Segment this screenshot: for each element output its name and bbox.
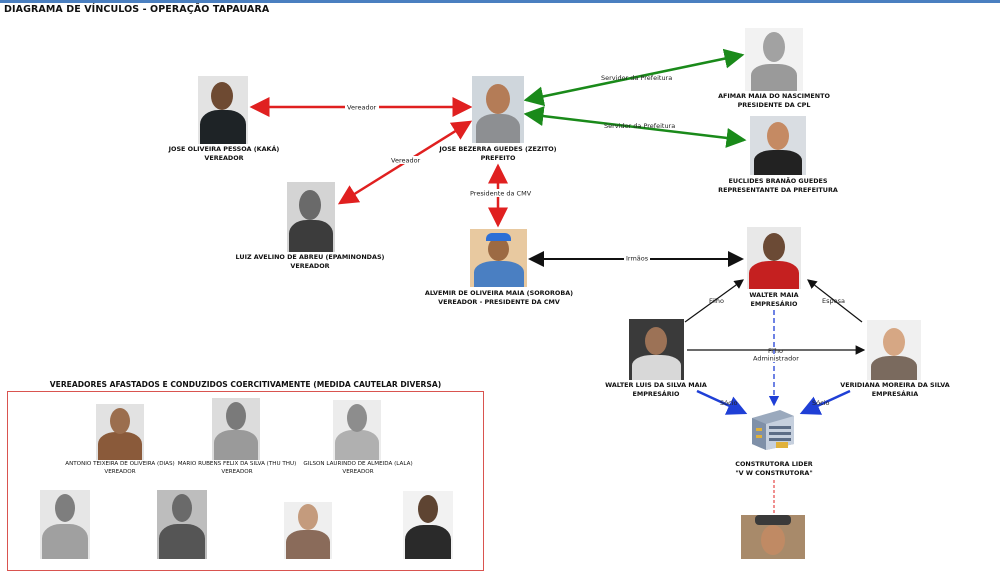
link-label-irmaos: Irmãos: [626, 255, 649, 263]
link-label-filho-1: Filho: [709, 297, 724, 305]
name-afimar: AFIMAR MAIA DO NASCIMENTO: [718, 92, 830, 100]
name-zezito: JOSE BEZERRA GUEDES (ZEZITO): [439, 145, 557, 153]
name-afastado-thuthu: MARIO RUBENS FELIX DA SILVA (THU THU): [177, 461, 297, 467]
caption-epaminondas: LUIZ AVELINO DE ABREU (EPAMINONDAS) VERE…: [234, 253, 386, 270]
role-construtora: "V W CONSTRUTORA": [735, 468, 813, 477]
caption-afastado-lala: GILSON LAURINDO DE ALMEIDA (LALA) VEREAD…: [290, 461, 426, 476]
link-label-presidente-cmv: Presidente da CMV: [470, 190, 532, 198]
name-afastado-lala: GILSON LAURINDO DE ALMEIDA (LALA): [303, 461, 413, 467]
caption-afastado-thuthu: MARIO RUBENS FELIX DA SILVA (THU THU) VE…: [166, 461, 308, 476]
photo-afastado-lala: [333, 400, 381, 460]
caption-walter: WALTER MAIA EMPRESÁRIO: [724, 291, 824, 308]
role-sororoba: VEREADOR - PRESIDENTE DA CMV: [438, 297, 560, 306]
link-layer: Vereador Vereador Servidor da Prefeitura…: [249, 48, 866, 514]
caption-sororoba: ALVEMIR DE OLIVEIRA MAIA (SOROROBA) VERE…: [424, 289, 574, 306]
building-icon: [752, 410, 794, 450]
role-walter: EMPRESÁRIO: [750, 299, 798, 308]
name-epaminondas: LUIZ AVELINO DE ABREU (EPAMINONDAS): [235, 253, 385, 261]
role-afimar: PRESIDENTE DA CPL: [737, 100, 811, 109]
caption-euclides: EUCLIDES BRANÃO GUEDES REPRESENTANTE DA …: [716, 177, 840, 194]
caption-afastado-dias: ANTONIO TEIXEIRA DE OLIVEIRA (DIAS) VERE…: [50, 461, 190, 476]
link-label-vereador-1: Vereador: [347, 104, 377, 112]
link-label-servidor-2: Servidor da Prefeitura: [604, 122, 675, 130]
photo-euclides: [750, 116, 806, 175]
photo-afastado-row2-4: [403, 491, 453, 559]
link-label-socio-1: Sócio: [720, 399, 737, 407]
photo-sororoba: [470, 229, 527, 287]
photo-walter-luis: [629, 319, 684, 380]
afastados-title: VEREADORES AFASTADOS E CONDUZIDOS COERCI…: [49, 380, 442, 389]
link-label-esposa: Esposa: [822, 297, 845, 305]
link-veridiana-walter: [807, 279, 863, 323]
link-zezito-afimar: [523, 48, 745, 107]
caption-afimar: AFIMAR MAIA DO NASCIMENTO PRESIDENTE DA …: [712, 92, 836, 109]
name-kaka: JOSE OLIVEIRA PESSOA (KAKÁ): [168, 145, 280, 153]
role-walter-luis: EMPRESÁRIO: [632, 389, 680, 398]
link-zezito-euclides: [523, 106, 747, 148]
caption-construtora: CONSTRUTORA LIDER "V W CONSTRUTORA": [714, 460, 834, 477]
role-kaka: VEREADOR: [204, 153, 244, 162]
role-veridiana: EMPRESÁRIA: [871, 389, 919, 398]
diagram-title: DIAGRAMA DE VÍNCULOS - OPERAÇÃO TAPAUARA: [4, 4, 270, 15]
link-label-filho-2: Filho: [768, 347, 783, 355]
photo-zezito: [472, 76, 524, 143]
photo-veridiana: [867, 320, 921, 380]
caption-kaka: JOSE OLIVEIRA PESSOA (KAKÁ) VEREADOR: [163, 145, 285, 162]
caption-veridiana: VERIDIANA MOREIRA DA SILVA EMPRESÁRIA: [836, 381, 954, 398]
link-label-administrador: Administrador: [753, 355, 799, 363]
photo-afastado-dias: [96, 404, 144, 460]
role-epaminondas: VEREADOR: [290, 261, 330, 270]
link-veridiana-construtora: [799, 389, 851, 415]
name-veridiana: VERIDIANA MOREIRA DA SILVA: [840, 381, 950, 389]
photo-walter: [747, 227, 801, 289]
photo-bottom-partial: [741, 515, 805, 559]
role-euclides: REPRESENTANTE DA PREFEITURA: [718, 185, 838, 194]
photo-kaka: [198, 76, 248, 144]
name-walter-luis: WALTER LUIS DA SILVA MAIA: [605, 381, 707, 389]
role-afastado-thuthu: VEREADOR: [221, 468, 253, 475]
photo-afastado-row2-2: [157, 490, 207, 559]
role-afastado-dias: VEREADOR: [104, 468, 136, 475]
photo-afastado-thuthu: [212, 398, 260, 460]
link-label-socio-2: Sócio: [812, 399, 829, 407]
name-sororoba: ALVEMIR DE OLIVEIRA MAIA (SOROROBA): [424, 289, 574, 297]
photo-afastado-row2-1: [40, 490, 90, 559]
photo-afimar: [745, 28, 803, 91]
photo-afastado-row2-3: [284, 502, 332, 559]
link-walterluis-construtora: [696, 389, 748, 415]
photo-epaminondas: [287, 182, 335, 252]
link-label-vereador-2: Vereador: [391, 157, 421, 165]
link-walterluis-walter: [684, 279, 744, 323]
name-walter: WALTER MAIA: [749, 291, 799, 299]
name-euclides: EUCLIDES BRANÃO GUEDES: [728, 177, 828, 185]
name-construtora: CONSTRUTORA LIDER: [735, 460, 813, 468]
role-afastado-lala: VEREADOR: [342, 468, 374, 475]
caption-zezito: JOSE BEZERRA GUEDES (ZEZITO) PREFEITO: [436, 145, 560, 162]
name-afastado-dias: ANTONIO TEIXEIRA DE OLIVEIRA (DIAS): [65, 461, 175, 467]
caption-walter-luis: WALTER LUIS DA SILVA MAIA EMPRESÁRIO: [596, 381, 716, 398]
link-label-servidor-1: Servidor da Prefeitura: [601, 74, 672, 82]
window-top-bar: [0, 0, 1000, 3]
role-zezito: PREFEITO: [480, 153, 516, 162]
